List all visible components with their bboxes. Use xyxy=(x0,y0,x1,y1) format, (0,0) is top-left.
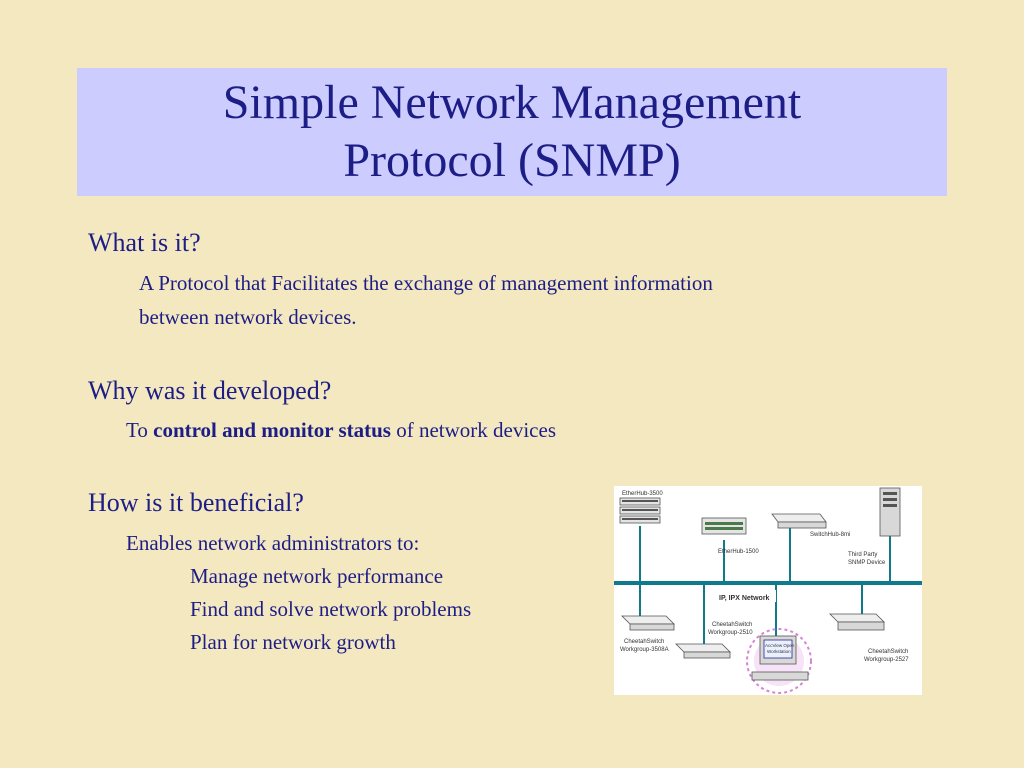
slide-title-line-2: Protocol (SNMP) xyxy=(343,134,681,187)
management-workstation-icon xyxy=(746,628,812,694)
network-label-bg xyxy=(714,590,776,602)
switchhub-8mi-device xyxy=(771,513,827,529)
cheetahswitch-2527-device xyxy=(829,613,885,631)
network-label: IP, IPX Network xyxy=(719,595,770,602)
question-how-heading: How is it beneficial? xyxy=(88,488,304,517)
slide-title-line-1: Simple Network Management xyxy=(222,76,802,129)
benefit-item: Find and solve network problems xyxy=(190,597,472,621)
network-diagram: IP, IPX Network EtherHub-3500 EtherHub-1… xyxy=(614,486,922,695)
workstation-label: AccView Open xyxy=(765,643,795,648)
device-label: CheetahSwitch xyxy=(712,622,752,628)
switch-device xyxy=(675,643,731,659)
question-what-answer-line-1: A Protocol that Facilitates the exchange… xyxy=(139,271,713,295)
workstation-label: Workstation xyxy=(767,649,791,654)
network-diagram-svg: IP, IPX Network EtherHub-3500 EtherHub-1… xyxy=(614,487,922,694)
question-what-answer-line-2: between network devices. xyxy=(139,305,357,329)
device-label: SNMP Device xyxy=(848,560,886,566)
answer-emphasis: control and monitor status xyxy=(153,418,391,442)
device-label: CheetahSwitch xyxy=(624,639,664,645)
answer-suffix: of network devices xyxy=(390,418,556,442)
device-label: EtherHub-1500 xyxy=(718,549,759,555)
benefit-item: Plan for network growth xyxy=(190,630,396,654)
etherhub-3500-stack xyxy=(619,497,661,524)
device-label: Third Party xyxy=(848,552,877,558)
etherhub-1500-device xyxy=(701,517,747,535)
device-label: Workgroup-2510 xyxy=(708,630,753,636)
question-why-answer: To control and monitor status of network… xyxy=(126,418,556,443)
question-how-intro: Enables network administrators to: xyxy=(126,531,420,555)
device-label: Workgroup-2527 xyxy=(864,657,909,663)
device-label: Workgroup-3508A xyxy=(620,647,669,653)
question-why-heading: Why was it developed? xyxy=(88,376,332,405)
cheetahswitch-3508a-device xyxy=(621,615,675,631)
answer-prefix: To xyxy=(126,418,154,442)
device-label: EtherHub-3500 xyxy=(622,491,663,497)
device-label: SwitchHub-8mi xyxy=(810,532,850,538)
question-what-heading: What is it? xyxy=(88,228,201,257)
server-tower-icon xyxy=(879,487,901,537)
title-banner: Simple Network Management Protocol (SNMP… xyxy=(77,68,947,196)
device-label: CheetahSwitch xyxy=(868,649,908,655)
benefit-item: Manage network performance xyxy=(190,564,444,588)
